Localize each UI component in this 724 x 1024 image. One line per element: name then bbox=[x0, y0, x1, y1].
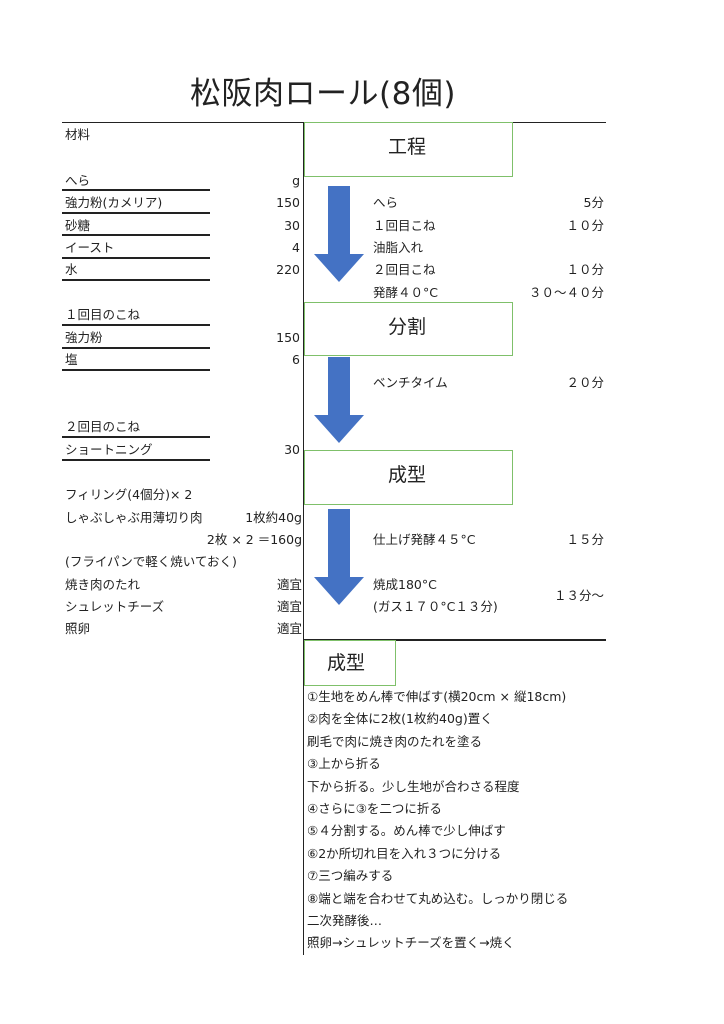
ingredient-name: 塩 bbox=[65, 352, 78, 367]
ingredient-amount: 150 bbox=[276, 195, 300, 210]
shaping-step: ⑧端と端を合わせて丸め込む。しっかり閉じる bbox=[307, 891, 569, 906]
ingredient-amount: 適宜 bbox=[276, 599, 302, 614]
rule bbox=[62, 347, 210, 349]
down-arrow-icon bbox=[314, 186, 364, 282]
step-name: 発酵４０°C bbox=[373, 285, 438, 300]
column-divider bbox=[303, 122, 304, 955]
shaping-step: 照卵→シュレットチーズを置く→焼く bbox=[307, 935, 515, 950]
rule bbox=[62, 234, 210, 236]
forming-box-label: 成型 bbox=[388, 464, 427, 486]
shaping-step: ①生地をめん棒で伸ばす(横20cm × 縦18cm) bbox=[307, 689, 567, 704]
down-arrow-icon bbox=[314, 509, 364, 605]
ingredient-amount: 30 bbox=[284, 442, 300, 457]
bake-sub: (ガス１７０°C１３分) bbox=[373, 599, 498, 614]
shaping-step: 刷毛で肉に焼き肉のたれを塗る bbox=[307, 734, 483, 749]
step-name: ２回目こね bbox=[373, 262, 436, 277]
shaping-step: ⑤４分割する。めん棒で少し伸ばす bbox=[307, 823, 506, 838]
rule bbox=[62, 436, 210, 438]
process-bottom-rule bbox=[303, 639, 606, 641]
step-name: ベンチタイム bbox=[373, 375, 448, 390]
step-time: １５分 bbox=[566, 532, 604, 547]
dough-label: へら bbox=[65, 173, 91, 188]
rule bbox=[62, 369, 210, 371]
shaping-step: ④さらに③を二つに折る bbox=[307, 801, 442, 816]
second-knead-label: ２回目のこね bbox=[65, 419, 141, 434]
ingredient-name: 焼き肉のたれ bbox=[65, 577, 141, 592]
step-name: 油脂入れ bbox=[373, 240, 424, 255]
ingredient-amount: 6 bbox=[292, 352, 300, 367]
ingredient-name: シュレットチーズ bbox=[65, 599, 165, 614]
first-knead-label: １回目のこね bbox=[65, 307, 141, 322]
ingredient-amount: 150 bbox=[276, 330, 300, 345]
shaping-step: 下から折る。少し生地が合わさる程度 bbox=[307, 779, 520, 794]
step-time: 5分 bbox=[583, 195, 604, 210]
shaping-box-label: 成型 bbox=[327, 652, 366, 674]
forming-box: 成型 bbox=[304, 450, 513, 505]
ingredient-name: 照卵 bbox=[65, 621, 91, 636]
bake-time: １３分～ bbox=[553, 588, 604, 603]
ingredient-amount: 適宜 bbox=[276, 577, 302, 592]
bake-name: 焼成180°C bbox=[373, 577, 437, 592]
rule bbox=[62, 324, 210, 326]
meat-amount: 1枚約40g bbox=[245, 510, 302, 525]
process-box-label: 工程 bbox=[388, 136, 427, 158]
ingredient-name: ショートニング bbox=[65, 442, 153, 457]
division-box-label: 分割 bbox=[388, 316, 427, 338]
rule bbox=[62, 212, 210, 214]
ingredient-amount: 30 bbox=[284, 218, 300, 233]
rule bbox=[62, 189, 210, 191]
ingredient-name: 水 bbox=[65, 262, 78, 277]
rule bbox=[62, 257, 210, 259]
ingredient-name: 砂糖 bbox=[65, 218, 91, 233]
ingredient-name: 強力粉(カメリア) bbox=[65, 195, 163, 210]
shaping-box: 成型 bbox=[304, 640, 396, 686]
down-arrow-icon bbox=[314, 357, 364, 443]
page-title: 松阪肉ロール(8個) bbox=[190, 76, 456, 112]
division-box: 分割 bbox=[304, 302, 513, 356]
shaping-step: 二次発酵後… bbox=[307, 913, 383, 928]
ingredient-name: 強力粉 bbox=[65, 330, 103, 345]
rule bbox=[62, 459, 210, 461]
filling-note: (フライパンで軽く焼いておく) bbox=[65, 554, 237, 569]
ingredient-amount: 4 bbox=[292, 240, 300, 255]
shaping-step: ⑥2か所切れ目を入れ３つに分ける bbox=[307, 846, 502, 861]
meat-name: しゃぶしゃぶ用薄切り肉 bbox=[65, 510, 203, 525]
unit-label: g bbox=[292, 173, 300, 188]
step-time: ３０～４０分 bbox=[528, 285, 604, 300]
filling-label: フィリング(4個分)× 2 bbox=[65, 487, 193, 502]
ingredient-amount: 220 bbox=[276, 262, 300, 277]
step-name: 仕上げ発酵４５°C bbox=[373, 532, 476, 547]
shaping-step: ②肉を全体に2枚(1枚約40g)置く bbox=[307, 711, 493, 726]
step-time: １０分 bbox=[566, 218, 604, 233]
rule bbox=[62, 279, 210, 281]
ingredient-name: イースト bbox=[65, 240, 115, 255]
step-name: へら bbox=[373, 195, 399, 210]
process-box: 工程 bbox=[304, 122, 513, 177]
materials-header: 材料 bbox=[65, 127, 91, 142]
shaping-step: ⑦三つ編みする bbox=[307, 868, 394, 883]
shaping-step: ③上から折る bbox=[307, 756, 381, 771]
ingredient-amount: 適宜 bbox=[276, 621, 302, 636]
step-time: １０分 bbox=[566, 262, 604, 277]
meat-calc: 2枚 × 2 ＝160g bbox=[206, 532, 302, 547]
step-time: ２０分 bbox=[566, 375, 604, 390]
step-name: １回目こね bbox=[373, 218, 436, 233]
